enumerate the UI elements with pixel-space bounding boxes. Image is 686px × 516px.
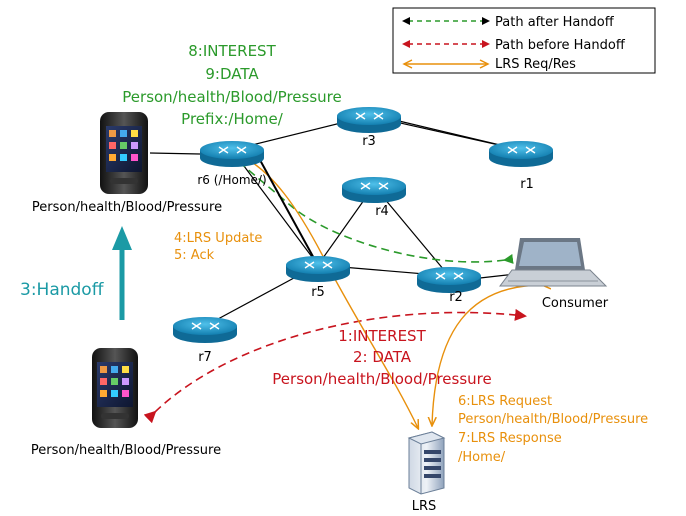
router-r7 xyxy=(173,317,237,343)
handoff-arrow xyxy=(112,226,132,320)
green-annotation-2: 9:DATA xyxy=(205,65,259,83)
green-annotation-4: Prefix:/Home/ xyxy=(181,110,284,128)
router-arrows-icon xyxy=(435,272,464,280)
lrs-update-annotation-2: 5: Ack xyxy=(174,248,215,263)
link-phone-r6 xyxy=(149,152,201,155)
smartphone-icon xyxy=(92,348,138,428)
router-r4 xyxy=(342,177,406,203)
path-before-handoff xyxy=(143,308,527,424)
consumer-label: Consumer xyxy=(542,296,609,311)
red-annotation-3: Person/health/Blood/Pressure xyxy=(272,370,491,388)
router-r2 xyxy=(417,267,481,293)
lrs-label: LRS xyxy=(412,499,437,514)
lrs-request-annotation-1: 6:LRS Request xyxy=(458,394,552,409)
green-annotation-3: Person/health/Blood/Pressure xyxy=(122,88,341,106)
lrs-request-annotation-3: 7:LRS Response xyxy=(458,431,562,446)
red-annotation-2: 2: DATA xyxy=(353,348,412,366)
router-arrows-icon xyxy=(304,261,333,269)
laptop-icon xyxy=(499,238,608,287)
router-r2-label: r2 xyxy=(449,290,463,305)
router-r4-label: r4 xyxy=(375,204,389,219)
router-r5 xyxy=(286,256,350,282)
legend: Path after Handoff Path before Handoff L… xyxy=(392,7,656,74)
lrs-update-annotation-1: 4:LRS Update xyxy=(174,231,262,246)
legend-lrs-label: LRS Req/Res xyxy=(495,57,576,72)
router-arrows-icon xyxy=(355,112,384,120)
phone-bottom-label: Person/health/Blood/Pressure xyxy=(31,443,221,458)
phone-top-label: Person/health/Blood/Pressure xyxy=(32,200,222,215)
link-r6-r5 xyxy=(231,149,319,266)
server-icon xyxy=(407,431,446,495)
path-lrs-request xyxy=(432,285,543,425)
router-arrows-icon xyxy=(191,322,220,330)
router-r1-label: r1 xyxy=(520,177,534,192)
red-annotation-1: 1:INTEREST xyxy=(338,327,426,345)
link-r6-r5-bold xyxy=(259,159,317,263)
router-r6 xyxy=(200,141,264,167)
legend-before-label: Path before Handoff xyxy=(495,38,626,53)
lrs-request-annotation-4: /Home/ xyxy=(458,450,506,465)
router-r1 xyxy=(489,141,553,167)
router-arrows-icon xyxy=(218,146,247,154)
router-r5-label: r5 xyxy=(311,285,325,300)
router-arrows-icon xyxy=(507,146,536,154)
legend-after-label: Path after Handoff xyxy=(495,15,615,30)
path-after-handoff xyxy=(226,150,514,264)
router-r3 xyxy=(337,107,401,133)
router-r3-label: r3 xyxy=(362,134,376,149)
router-r7-label: r7 xyxy=(198,350,212,365)
lrs-request-annotation-2: Person/health/Blood/Pressure xyxy=(458,412,648,427)
router-r6-label: r6 (/Home/) xyxy=(197,173,266,187)
handoff-label: 3:Handoff xyxy=(20,280,105,300)
green-annotation-1: 8:INTEREST xyxy=(188,42,276,60)
router-arrows-icon xyxy=(360,182,389,190)
smartphone-icon xyxy=(100,112,148,194)
